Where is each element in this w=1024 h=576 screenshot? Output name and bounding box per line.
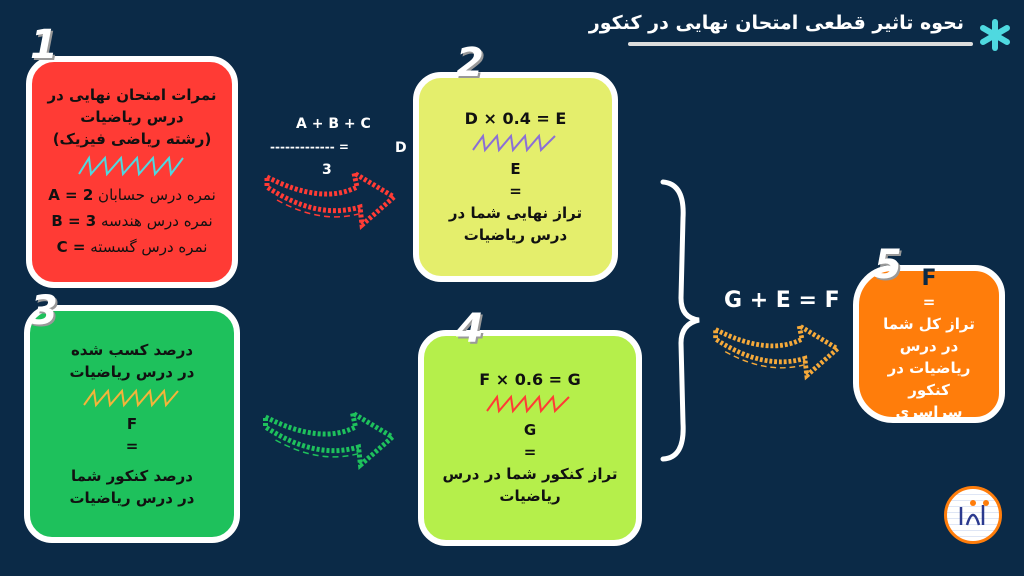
formula1-dashes: ------------- =	[270, 140, 349, 154]
arrow-icon	[263, 407, 397, 471]
step4-desc: تراز کنکور شما در درس ریاضیات	[442, 464, 618, 505]
page-title: نحوه تاثیر قطعی امتحان نهایی در کنکور	[588, 12, 964, 34]
logo-icon	[959, 500, 989, 526]
step-number-4: 4	[456, 306, 484, 352]
step3-box: درصد کسب شده در درس ریاضیات F = درصد کنک…	[24, 305, 240, 543]
label: نمره درس هندسه	[101, 212, 213, 230]
formula1-denominator: 3	[322, 162, 332, 178]
step1-line-c: نمره درس گسسته = C	[57, 234, 208, 260]
step-number-1: 1	[30, 22, 58, 68]
step4-box: F × 0.6 = G G = تراز کنکور شما در درس ری…	[418, 330, 642, 546]
step1-line-a: نمره درس حسابان 2 = A	[48, 182, 216, 208]
step2-desc: تراز نهایی شما در درس ریاضیات	[448, 203, 583, 244]
value: 2 = A	[48, 186, 94, 204]
step1-box: نمرات امتحان نهایی در درس ریاضیات (رشته …	[26, 56, 238, 288]
step2-eq: =	[509, 181, 522, 200]
formula1-result: D	[395, 140, 407, 156]
step3-desc: درصد کنکور شما در درس ریاضیات	[69, 467, 195, 507]
step-number-3: 3	[30, 288, 58, 334]
label: نمره درس حسابان	[98, 186, 216, 204]
step3-var: F	[126, 415, 138, 433]
step3-eq: =	[125, 437, 139, 455]
step4-eq: =	[523, 442, 537, 461]
step5-eq: =	[922, 292, 936, 311]
step1-title-2: درس ریاضیات	[80, 108, 184, 126]
label: نمره درس گسسته	[90, 238, 208, 256]
title-underline	[628, 42, 973, 46]
formula1-numerator: A + B + C	[296, 116, 371, 132]
brace-icon	[660, 179, 700, 462]
logo	[944, 486, 1002, 544]
step5-var: F	[921, 265, 937, 291]
zigzag-decoration	[471, 132, 556, 152]
star-icon	[980, 19, 1010, 51]
step5-box: F = تراز کل شما در درس ریاضیات در کنکور …	[853, 265, 1005, 423]
step-number-2: 2	[456, 40, 484, 86]
arrow-icon	[264, 167, 399, 231]
step3-title: درصد کسب شده در درس ریاضیات	[69, 341, 195, 381]
step4-var: G	[523, 420, 537, 439]
arrow-icon	[713, 320, 842, 381]
step1-line-b: نمره درس هندسه 3 = B	[51, 208, 212, 234]
value: = C	[56, 238, 86, 256]
step2-formula: D × 0.4 = E	[464, 108, 567, 128]
value: 3 = B	[51, 212, 97, 230]
zigzag-decoration	[78, 155, 184, 177]
zigzag-decoration	[83, 388, 179, 408]
step2-var: E	[510, 159, 521, 178]
zigzag-decoration	[486, 393, 570, 413]
step1-title-3: (رشته ریاضی فیزیک)	[52, 130, 212, 148]
step-number-5: 5	[874, 242, 902, 288]
step2-box: D × 0.4 = E E = تراز نهایی شما در درس ری…	[413, 72, 618, 282]
formula2: G + E = F	[724, 288, 840, 313]
step4-formula: F × 0.6 = G	[479, 369, 581, 389]
step1-title-1: نمرات امتحان نهایی در	[47, 86, 217, 104]
step5-desc: تراز کل شما در درس ریاضیات در کنکور سراس…	[883, 314, 975, 421]
